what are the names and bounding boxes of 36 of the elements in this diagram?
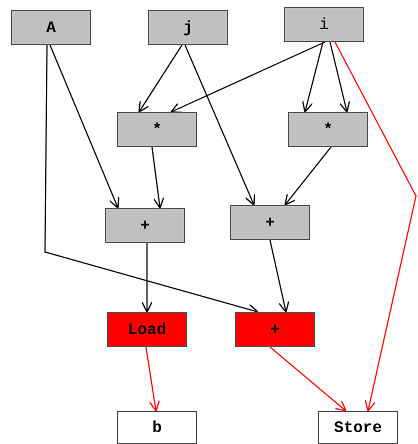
arrow	[269, 240, 290, 313]
arrow	[329, 42, 350, 113]
arrow	[184, 44, 256, 206]
process-box	[230, 205, 310, 240]
node-label: +	[265, 214, 275, 232]
process-box	[235, 312, 315, 347]
node-label: +	[270, 320, 280, 338]
arrow	[141, 243, 153, 313]
process-box	[318, 411, 398, 444]
arrow	[284, 146, 332, 206]
arrow	[44, 45, 259, 315]
node-label: *	[152, 120, 162, 138]
process-box	[284, 7, 364, 42]
node-label: Load	[128, 320, 166, 338]
arrow	[49, 44, 120, 209]
arrow	[170, 41, 326, 114]
process-box	[117, 112, 197, 147]
node-label: *	[323, 120, 333, 138]
process-box	[288, 112, 368, 147]
arrow	[270, 346, 347, 412]
arrow	[145, 346, 160, 412]
arrow	[334, 42, 417, 412]
arrow	[138, 44, 182, 113]
process-box	[117, 411, 197, 444]
node-label: +	[140, 216, 150, 234]
node-label: A	[46, 18, 56, 36]
node-label: i	[319, 16, 329, 34]
node-label: b	[152, 418, 162, 436]
node-label: j	[183, 18, 193, 36]
node-label: Store	[334, 418, 382, 436]
process-box	[11, 10, 91, 45]
arrow	[302, 42, 324, 113]
arrow	[151, 146, 164, 209]
process-box	[105, 208, 185, 243]
process-box	[148, 10, 228, 45]
process-box	[107, 312, 187, 347]
